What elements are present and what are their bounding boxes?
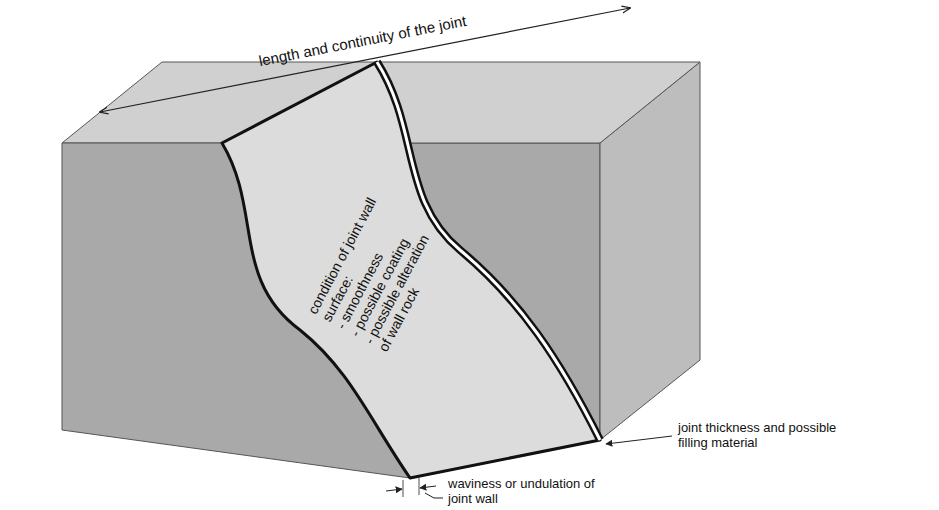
leader-line bbox=[425, 493, 443, 498]
extension-line bbox=[403, 480, 404, 497]
length-label: length and continuity of the joint bbox=[257, 12, 467, 67]
waviness-label: waviness or undulation of joint wall bbox=[448, 476, 598, 506]
extension-line bbox=[419, 478, 420, 495]
thickness-label: joint thickness and possible filling mat… bbox=[678, 420, 838, 450]
leader-line bbox=[606, 436, 672, 444]
length-arrow bbox=[100, 8, 630, 112]
dimension-arrow bbox=[386, 489, 402, 491]
joint-wall-surface bbox=[222, 62, 600, 478]
dimension-arrow bbox=[420, 486, 436, 488]
right-block-top bbox=[377, 62, 700, 143]
